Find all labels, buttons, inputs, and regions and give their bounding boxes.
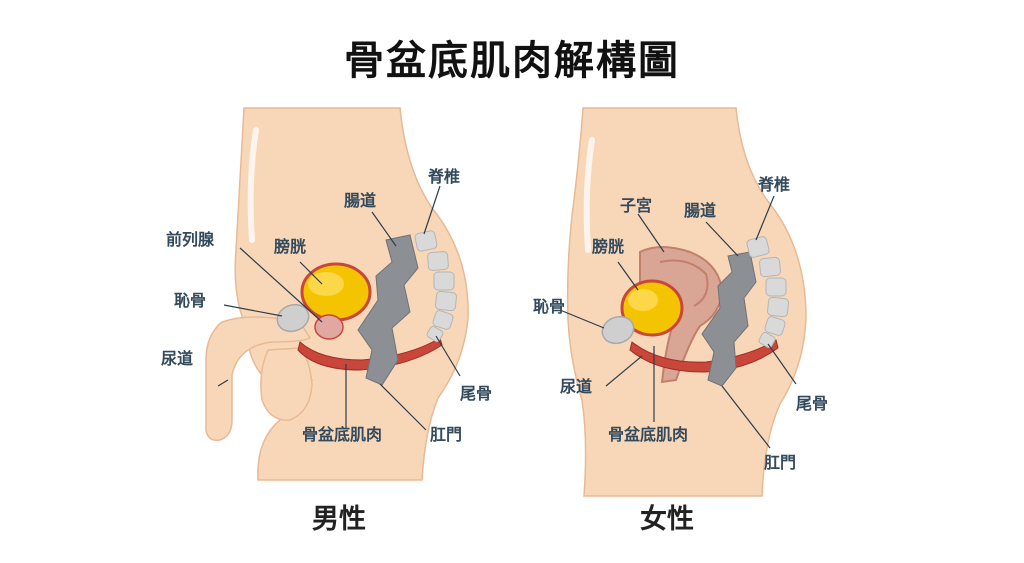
leader-female-anus	[721, 385, 771, 449]
male-label-spine: 脊椎	[427, 167, 460, 186]
male-label-intestine: 腸道	[344, 191, 376, 210]
male-caption: 男性	[312, 504, 366, 535]
male-label-prostate: 前列腺	[166, 230, 215, 249]
leader-female-urethra	[605, 355, 643, 387]
leader-male-coccyx	[435, 335, 461, 377]
male-figure	[205, 107, 469, 481]
leader-female-coccyx	[767, 343, 797, 385]
female-label-intestine: 腸道	[684, 201, 716, 220]
leader-male-intestine	[371, 211, 397, 247]
female-bladder-highlight	[628, 289, 658, 311]
female-label-pelvic-floor-muscle: 骨盆底肌肉	[608, 425, 688, 444]
leader-male-bladder	[299, 261, 323, 285]
male-skin-highlight	[247, 127, 259, 243]
female-figure	[559, 107, 807, 497]
male-label-bladder: 膀胱	[274, 237, 306, 256]
male-label-anus: 肛門	[430, 425, 462, 444]
male-penis	[205, 316, 312, 442]
female-label-anus: 肛門	[764, 453, 796, 472]
male-label-pubic-bone: 恥骨	[174, 291, 206, 310]
female-spine	[746, 236, 789, 349]
leader-male-prostate	[239, 247, 323, 323]
leader-female-pubic-bone	[559, 309, 605, 329]
leader-female-spine	[755, 195, 775, 241]
male-label-coccyx: 尾骨	[460, 384, 492, 403]
leader-female-uterus	[637, 213, 665, 253]
male-prostate	[314, 314, 344, 340]
female-label-uterus: 子宮	[620, 196, 652, 215]
male-spine	[414, 230, 457, 343]
female-pelvic-floor-muscle	[629, 339, 779, 373]
female-skin-highlight	[583, 137, 595, 253]
male-intestine	[357, 234, 419, 386]
leader-male-pubic-bone	[223, 304, 283, 317]
female-label-coccyx: 尾骨	[796, 394, 828, 413]
male-label-pelvic-floor-muscle: 骨盆底肌肉	[302, 425, 382, 444]
female-pubic-bone	[601, 315, 635, 345]
female-caption: 女性	[640, 503, 694, 535]
leader-male-urethra	[217, 379, 229, 387]
female-uterus-inner	[659, 259, 709, 307]
male-bladder-highlight	[308, 272, 344, 296]
leader-female-bladder	[617, 261, 639, 291]
female-label-pubic-bone: 恥骨	[533, 297, 565, 316]
female-label-urethra: 尿道	[560, 377, 592, 396]
page-title: 骨盆底肌肉解構圖	[344, 38, 680, 84]
male-label-urethra: 尿道	[161, 349, 193, 368]
leader-male-spine	[423, 185, 441, 235]
male-pubic-bone	[276, 303, 310, 333]
male-scrotum	[260, 347, 313, 421]
leader-female-intestine	[705, 221, 739, 257]
female-label-bladder: 膀胱	[592, 237, 624, 256]
female-label-spine: 脊椎	[757, 175, 790, 194]
leader-male-anus	[379, 383, 427, 431]
